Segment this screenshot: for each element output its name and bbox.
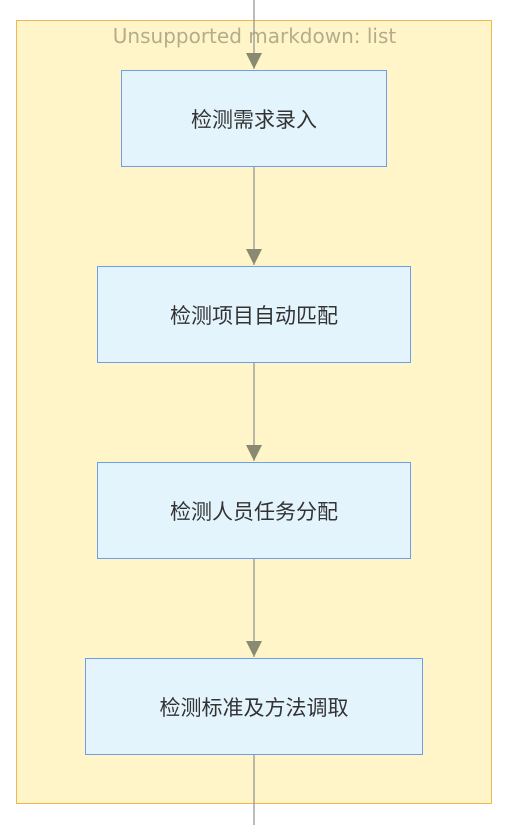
- node-staff-task-assignment[interactable]: 检测人员任务分配: [97, 462, 411, 559]
- node-label: 检测标准及方法调取: [159, 695, 349, 720]
- node-label: 检测项目自动匹配: [170, 303, 338, 328]
- node-item-auto-match[interactable]: 检测项目自动匹配: [97, 266, 411, 363]
- node-label: 检测人员任务分配: [170, 499, 338, 524]
- node-requirement-entry[interactable]: 检测需求录入: [121, 70, 387, 167]
- node-standard-method-retrieval[interactable]: 检测标准及方法调取: [85, 658, 423, 755]
- node-label: 检测需求录入: [191, 107, 317, 132]
